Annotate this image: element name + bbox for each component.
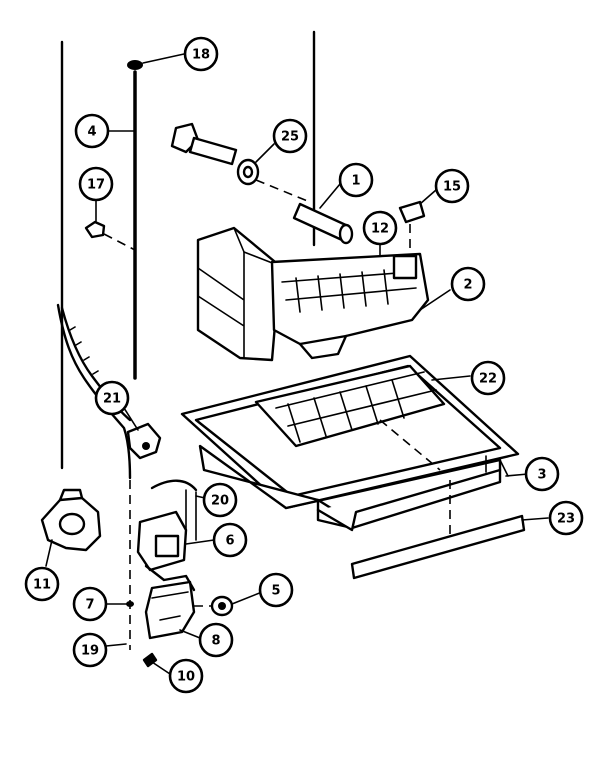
- part-11-clamp: [40, 488, 102, 567]
- callout-label: 20: [211, 494, 229, 509]
- callout-label: 7: [85, 598, 94, 613]
- part-1-cartridge: [292, 183, 354, 245]
- callout-label: 19: [81, 644, 99, 659]
- callout-label: 17: [87, 178, 105, 193]
- part-2-ice-maker: [196, 226, 451, 362]
- callout-5: 5: [258, 572, 294, 608]
- callout-label: 18: [192, 48, 210, 63]
- part-17-grommet: [84, 195, 136, 251]
- part-18-cap: [127, 53, 185, 70]
- callout-2: 2: [450, 266, 486, 302]
- part-3-ice-bin: [198, 444, 529, 544]
- callout-22: 22: [470, 360, 506, 396]
- callout-25: 25: [272, 118, 308, 154]
- part-10-screw: [142, 652, 171, 675]
- callout-23: 23: [548, 500, 584, 536]
- callout-15: 15: [434, 168, 470, 204]
- callout-label: 4: [87, 125, 96, 140]
- callout-label: 11: [33, 578, 51, 593]
- part-25-collar: [236, 143, 275, 186]
- callout-label: 23: [557, 512, 575, 527]
- part-15-switch: [398, 189, 437, 250]
- callout-19: 19: [72, 632, 108, 668]
- callout-17: 17: [78, 166, 114, 202]
- callout-1: 1: [338, 162, 374, 198]
- callout-label: 8: [211, 634, 220, 649]
- callout-11: 11: [24, 566, 60, 602]
- callout-10: 10: [168, 658, 204, 694]
- drive-shaft-assembly: [170, 122, 311, 203]
- callout-3: 3: [524, 456, 560, 492]
- callout-12: 12: [362, 210, 398, 246]
- part-5-fitting: [194, 591, 263, 617]
- part-7-washer: [105, 601, 134, 607]
- callout-label: 6: [225, 534, 234, 549]
- callout-6: 6: [212, 522, 248, 558]
- part-8-valve-bracket: [144, 580, 201, 640]
- part-23-trim-strip: [350, 514, 549, 580]
- callout-label: 21: [103, 392, 121, 407]
- part-4-fill-tube: [107, 70, 137, 380]
- callout-label: 10: [177, 670, 195, 685]
- part-22-bin-tray: [180, 354, 520, 510]
- part-19-screw: [105, 643, 127, 647]
- callout-label: 1: [351, 174, 360, 189]
- callout-label: 3: [537, 468, 546, 483]
- callout-label: 25: [281, 130, 299, 145]
- part-6-water-valve: [136, 510, 215, 592]
- callout-21: 21: [94, 380, 130, 416]
- callout-4: 4: [74, 113, 110, 149]
- callout-label: 12: [371, 222, 389, 237]
- callout-20: 20: [202, 482, 238, 518]
- callout-8: 8: [198, 622, 234, 658]
- part-20-bracket: [150, 479, 206, 541]
- callout-label: 22: [479, 372, 497, 387]
- part-21-connector: [123, 407, 162, 460]
- callout-label: 5: [271, 584, 280, 599]
- callout-label: 2: [463, 278, 472, 293]
- callout-7: 7: [72, 586, 108, 622]
- callout-18: 18: [183, 36, 219, 72]
- callout-label: 15: [443, 180, 461, 195]
